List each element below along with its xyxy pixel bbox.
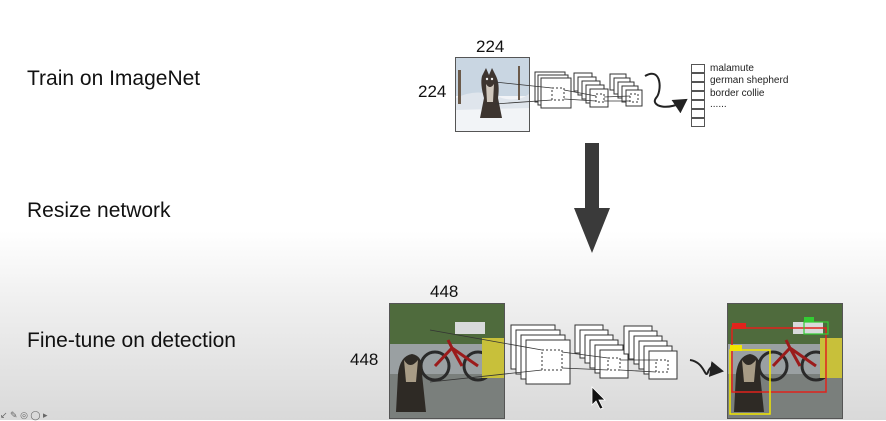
detection-output-image	[727, 303, 843, 419]
bottom-conv-layer-1	[510, 324, 571, 385]
bottom-conv-layer-3	[623, 325, 678, 380]
class-label: border collie	[710, 88, 765, 99]
class-cell	[691, 91, 705, 100]
bottom-input-width-label: 448	[430, 282, 459, 301]
top-input-width-label: 224	[476, 37, 505, 56]
class-cell	[691, 100, 705, 109]
step-resize-label: Resize network	[27, 199, 171, 222]
class-cell	[691, 73, 705, 82]
top-input-height-label: 224	[418, 82, 447, 101]
bottom-output-arrow	[689, 359, 724, 377]
top-output-arrow	[644, 72, 688, 114]
top-input-image	[455, 57, 530, 132]
resize-down-arrow	[574, 143, 610, 253]
class-label: malamute	[710, 63, 754, 74]
step-train-label: Train on ImageNet	[27, 67, 201, 90]
mouse-pointer-icon	[591, 386, 606, 410]
class-label: german shepherd	[710, 75, 789, 86]
class-cell	[691, 118, 705, 127]
bottom-conv-layer-2	[574, 324, 629, 379]
slide-toolbar[interactable]: ↙ ✎ ◎ ◯ ▸	[0, 410, 48, 420]
bottom-input-image	[389, 303, 505, 419]
class-cell	[691, 109, 705, 118]
class-cell	[691, 82, 705, 91]
class-label: ......	[710, 99, 727, 110]
bottom-input-height-label: 448	[350, 350, 379, 369]
class-cell	[691, 64, 705, 73]
step-finetune-label: Fine-tune on detection	[27, 329, 236, 352]
